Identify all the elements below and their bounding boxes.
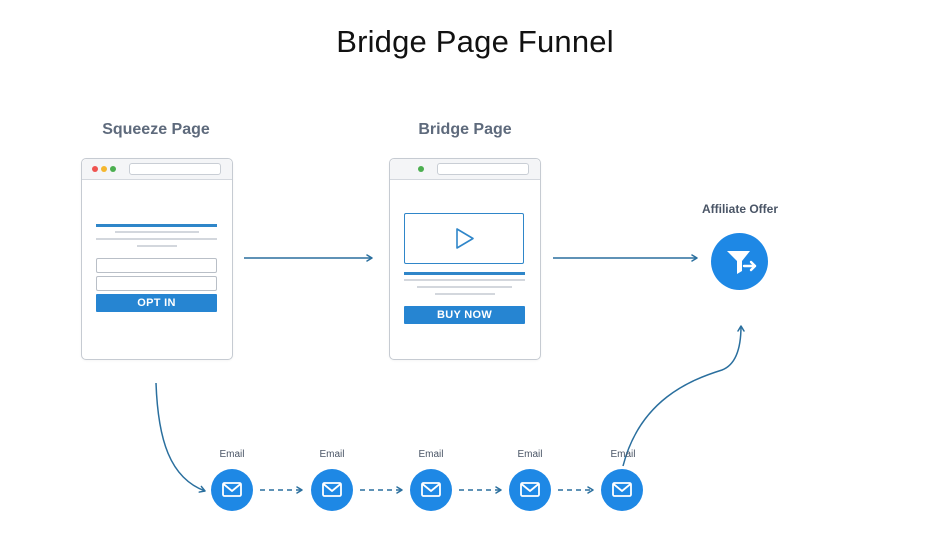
close-dot-icon (92, 166, 98, 172)
buy-now-button: BUY NOW (404, 306, 525, 324)
text-line (435, 293, 495, 295)
name-field (96, 258, 217, 273)
minimize-dot-icon (101, 166, 107, 172)
text-line (115, 231, 199, 233)
envelope-icon (311, 469, 353, 511)
envelope-icon (410, 469, 452, 511)
arrow-email-to-offer (622, 325, 745, 467)
arrow-squeeze-to-email (155, 382, 206, 493)
text-line (96, 238, 217, 240)
url-bar (129, 163, 221, 175)
email-label: Email (219, 449, 245, 460)
envelope-icon (509, 469, 551, 511)
envelope-icon (211, 469, 253, 511)
envelope-icon (601, 469, 643, 511)
headline-line (404, 272, 525, 275)
bridge-page-label: Bridge Page (418, 121, 512, 138)
email-label: Email (319, 449, 345, 460)
opt-in-button: OPT IN (96, 294, 217, 312)
bridge-page-browser: BUY NOW (389, 158, 541, 360)
affiliate-offer-label: Affiliate Offer (701, 202, 778, 216)
browser-toolbar (390, 159, 540, 180)
email-field (96, 276, 217, 291)
squeeze-page-browser: OPT IN (81, 158, 233, 360)
email-label: Email (610, 449, 636, 460)
squeeze-page-label: Squeeze Page (102, 121, 210, 138)
diagram-title: Bridge Page Funnel (336, 24, 614, 59)
browser-toolbar (82, 159, 232, 180)
headline-line (96, 224, 217, 227)
status-dot-icon (418, 166, 424, 172)
video-player (404, 213, 524, 264)
text-line (417, 286, 512, 288)
url-bar (437, 163, 529, 175)
funnel-redirect-icon (711, 233, 768, 290)
play-icon (456, 228, 474, 249)
maximize-dot-icon (110, 166, 116, 172)
email-label: Email (418, 449, 444, 460)
text-line (404, 279, 525, 281)
text-line (137, 245, 177, 247)
email-label: Email (517, 449, 543, 460)
